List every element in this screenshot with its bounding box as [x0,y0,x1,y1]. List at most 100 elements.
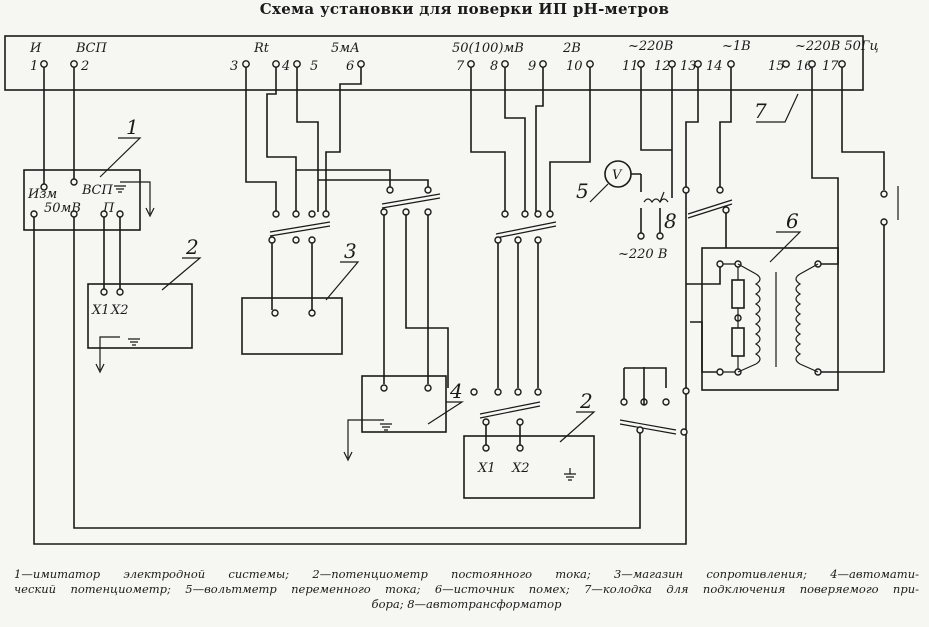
block2-left-potentiometer [87,283,193,349]
wire-t6-switch [325,67,362,212]
legend-line-1: 1—имитатор электродной системы; 2—потенц… [14,567,919,581]
switch-b-bot2 [424,208,432,216]
label-220v-50hz: ~220В 50Гц [795,39,879,54]
terminal-num-3: 3 [230,59,238,74]
block1-ground-arrow [145,207,155,218]
block4-ground-arrow [343,451,353,462]
terminal-6 [357,60,365,68]
switch-f-bot1 [636,426,644,434]
switch-b-bot1 [402,208,410,216]
legend-line-3: бора; 8—автотрансформатор [371,597,562,611]
switch-d-lever [479,401,541,419]
wire-t17-switch [841,67,885,190]
switch-a-top1 [272,210,280,218]
switch-e-lever [687,199,733,219]
terminal-3 [242,60,250,68]
block4-ground-icon [380,423,392,431]
wiring-diagram: И ВСП Rt 5мА 50(100)мВ 2В ~220В ~1В ~220… [4,35,899,545]
block6-resistor-2 [731,327,745,357]
block1-p-terminal [100,210,108,218]
switch-a-top2 [292,210,300,218]
switch-d-top4 [534,388,542,396]
terminal-num-8: 8 [490,59,498,74]
wire-t9-switch-c [535,67,544,212]
block2b-x1-terminal [482,444,490,452]
block1-50mv-terminal [30,210,38,218]
terminal-14 [727,60,735,68]
block4-terminal-1 [380,384,388,392]
switch-a-top3 [308,210,316,218]
number-6: 6 [786,209,799,233]
switch-b-top2 [424,186,432,194]
switch-a-top4 [322,210,330,218]
wire-block6-switch-e [686,267,721,285]
block2-right-potentiometer [463,435,595,499]
label-50mv: 50(100)мВ [452,41,524,56]
block2b-x1: X1 [477,461,496,476]
number-5: 5 [576,179,589,203]
terminal-10 [586,60,594,68]
legend-line-2: ческий потенциометр; 5—вольтметр перемен… [14,582,919,596]
wire-switch-b-to-switch-c [405,215,449,388]
number-2b: 2 [579,389,593,413]
block2b-ground-icon [564,468,576,481]
switch-c-lever [495,221,557,239]
switch-e-top1 [682,186,690,194]
switch-d-top3 [514,388,522,396]
terminal-num-12: 12 [654,59,671,74]
block7-terminal-strip [4,35,864,91]
block6-t5 [716,368,724,376]
terminal-4 [272,60,280,68]
block2b-x2: X2 [511,461,530,476]
block2a-x1-terminal [100,288,108,296]
switch-c-bot2 [514,236,522,244]
switch-d-top2 [494,388,502,396]
block1-izm-terminal [40,183,48,191]
terminal-num-2: 2 [80,59,89,74]
terminal-9 [539,60,547,68]
block2b-x2-terminal [516,444,524,452]
terminal-num-9: 9 [528,59,536,74]
autotransformer-tap [659,191,665,203]
terminal-12 [668,60,676,68]
number-1: 1 [126,115,139,139]
terminal-1 [40,60,48,68]
terminal-num-11: 11 [622,59,639,74]
switch-a-bot1 [268,236,276,244]
block1-vsp-terminal [70,178,78,186]
switch-d-top1 [470,388,478,396]
wire-mains-block6 [821,225,885,373]
label-5ma: 5мА [331,41,360,56]
wire-t14-switch-e [719,67,732,187]
block6-resistor-1 [731,279,745,309]
switch-b-top1 [386,186,394,194]
block3-resistance-box [241,297,343,355]
terminal-17 [838,60,846,68]
block7-group-labels: И ВСП Rt 5мА 50(100)мВ 2В ~220В ~1В ~220… [29,39,879,56]
terminal-num-6: 6 [346,59,354,74]
mains-switch-bottom [880,218,888,226]
leader-7 [756,93,799,123]
wire-block6-left [690,321,717,373]
block3-terminal-1 [271,309,279,317]
label-2v: 2В [562,41,581,56]
block4-ground-wire [347,419,384,458]
number-7: 7 [754,99,767,123]
switch-c-bot3 [534,236,542,244]
block6-primary-coil [754,273,761,365]
block1-vsp: ВСП [81,183,114,198]
supply-terminal-2 [656,232,664,240]
label-rt: Rt [253,41,270,56]
block1-p-terminal-2 [116,210,124,218]
wires-switch-a-block3 [271,243,313,310]
block3-terminal-2 [308,309,316,317]
terminal-16 [808,60,816,68]
autotransformer-coil [643,198,669,204]
leader-4 [427,401,465,425]
switch-a-lever [269,221,331,237]
switch-c-top2 [521,210,529,218]
wire-t13-switch-e [685,67,699,187]
block6-coil-leads [737,263,819,373]
block6-t1 [716,260,724,268]
switch-b-lever [381,193,441,209]
